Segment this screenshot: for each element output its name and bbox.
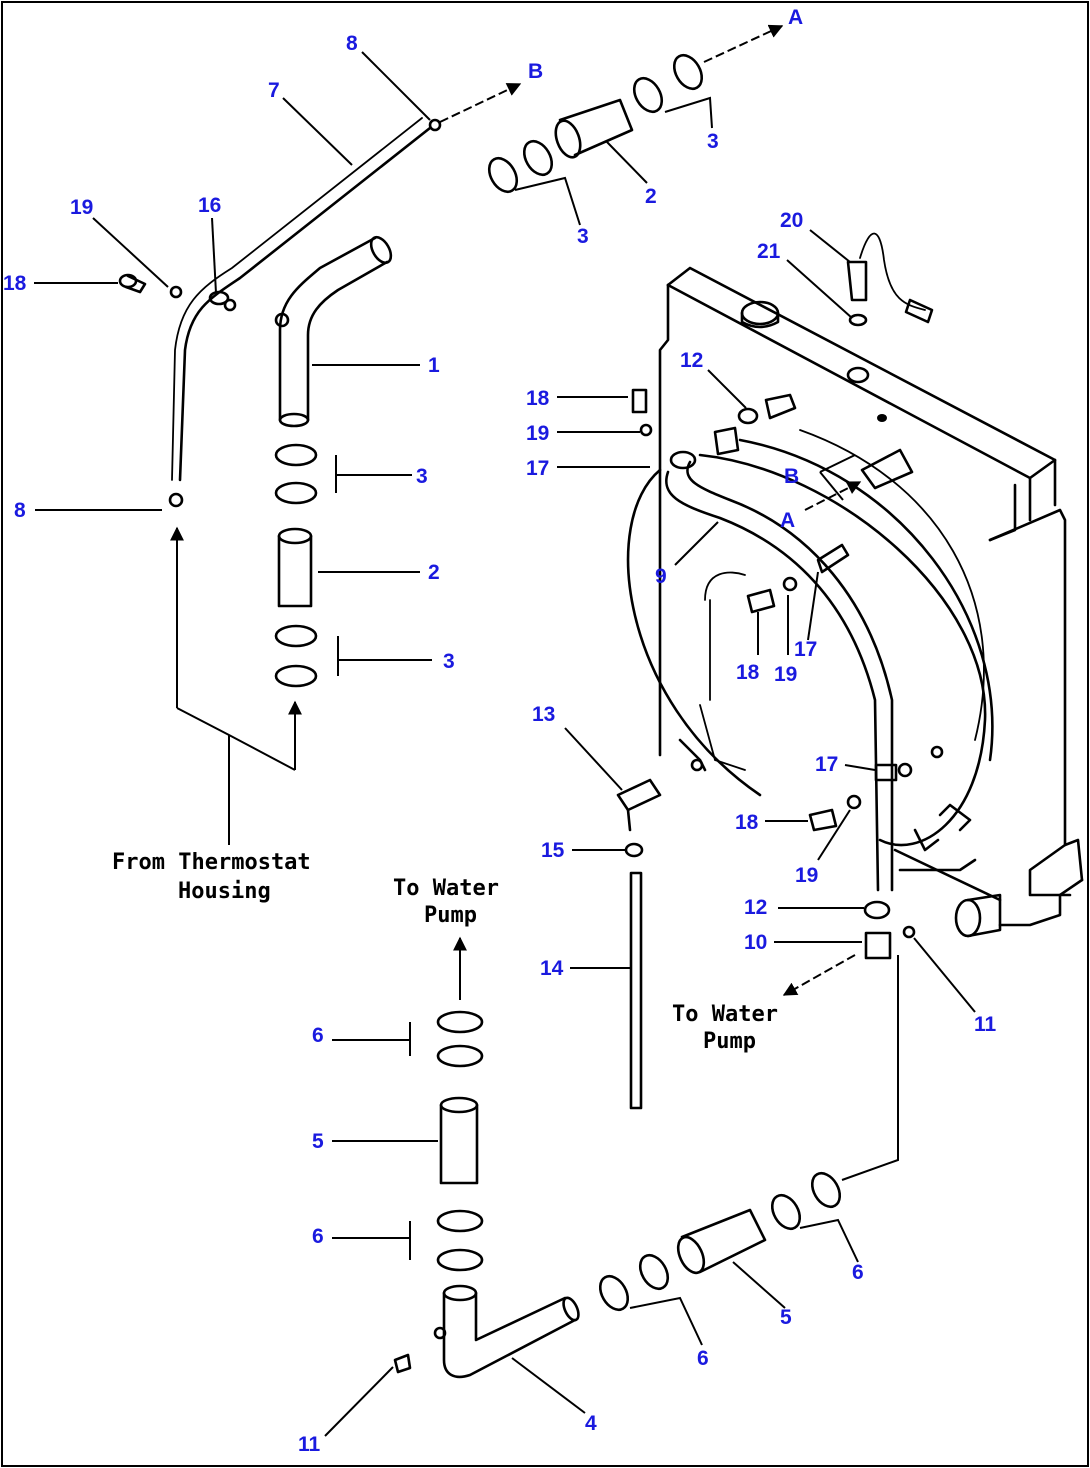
lower-pipe-assembly xyxy=(393,936,899,1379)
text-notes: From Thermostat Housing To Water Pump To… xyxy=(112,850,778,1054)
callout-11-left: 11 xyxy=(298,1433,321,1456)
note-water-pump-right-line2: Pump xyxy=(703,1029,756,1054)
callout-3-left-upper: 3 xyxy=(416,465,428,488)
callout-15: 15 xyxy=(541,839,565,862)
note-water-pump-left-line2: Pump xyxy=(424,903,477,928)
callout-20: 20 xyxy=(780,209,803,232)
callout-9: 9 xyxy=(655,565,667,588)
note-thermostat-line1: From Thermostat xyxy=(112,850,311,875)
callout-17-mid: 17 xyxy=(794,638,817,661)
callout-letter-b-top: B xyxy=(528,60,543,83)
callout-17-lower: 17 xyxy=(815,753,838,776)
callout-8-top: 8 xyxy=(346,32,358,55)
callout-18-left: 18 xyxy=(3,272,27,295)
callout-21: 21 xyxy=(757,240,781,263)
note-water-pump-left-line1: To Water xyxy=(393,876,499,901)
callout-3-left-lower: 3 xyxy=(443,650,455,673)
callout-18-lower: 18 xyxy=(735,811,759,834)
callout-5-diagonal: 5 xyxy=(780,1306,792,1329)
callout-4: 4 xyxy=(585,1412,597,1435)
callout-14: 14 xyxy=(540,957,564,980)
callout-16: 16 xyxy=(198,194,221,217)
callout-12-lower: 12 xyxy=(744,896,767,919)
callout-18-upper: 18 xyxy=(526,387,550,410)
callout-19-lower: 19 xyxy=(795,864,818,887)
callout-letter-a-mid: A xyxy=(780,509,795,532)
callout-12-upper: 12 xyxy=(680,349,703,372)
callout-2-lower: 2 xyxy=(428,561,440,584)
callout-8-left: 8 xyxy=(14,499,26,522)
upper-pipe-assembly xyxy=(118,24,784,845)
callout-18-mid: 18 xyxy=(736,661,760,684)
callout-11-right: 11 xyxy=(974,1013,997,1036)
callout-7: 7 xyxy=(268,79,280,102)
callout-5-vertical: 5 xyxy=(312,1130,324,1153)
radiator-details xyxy=(616,232,934,1110)
leader-lines xyxy=(34,51,976,1437)
callout-3-top-right: 3 xyxy=(707,130,719,153)
radiator-assembly xyxy=(626,266,1084,938)
callout-19-left: 19 xyxy=(70,196,93,219)
note-thermostat-line2: Housing xyxy=(178,879,271,904)
callout-17-upper: 17 xyxy=(526,457,549,480)
callout-letter-b-mid: B xyxy=(784,465,799,488)
callout-6-right: 6 xyxy=(852,1261,864,1284)
callout-13: 13 xyxy=(532,703,555,726)
callout-3-top: 3 xyxy=(577,225,589,248)
callout-1: 1 xyxy=(428,354,440,377)
callout-6-top: 6 xyxy=(312,1024,324,1047)
callout-19-upper: 19 xyxy=(526,422,549,445)
callout-2-upper: 2 xyxy=(645,185,657,208)
note-water-pump-right-line1: To Water xyxy=(672,1002,778,1027)
callout-19-mid: 19 xyxy=(774,663,797,686)
callout-letter-a-top: A xyxy=(788,6,803,29)
callout-10: 10 xyxy=(744,931,767,954)
callout-6-middle: 6 xyxy=(312,1225,324,1248)
callout-labels: 1 2 2 3 3 3 3 7 8 8 16 19 18 B A 20 21 1… xyxy=(3,6,997,1456)
callout-6-bottom: 6 xyxy=(697,1347,709,1370)
